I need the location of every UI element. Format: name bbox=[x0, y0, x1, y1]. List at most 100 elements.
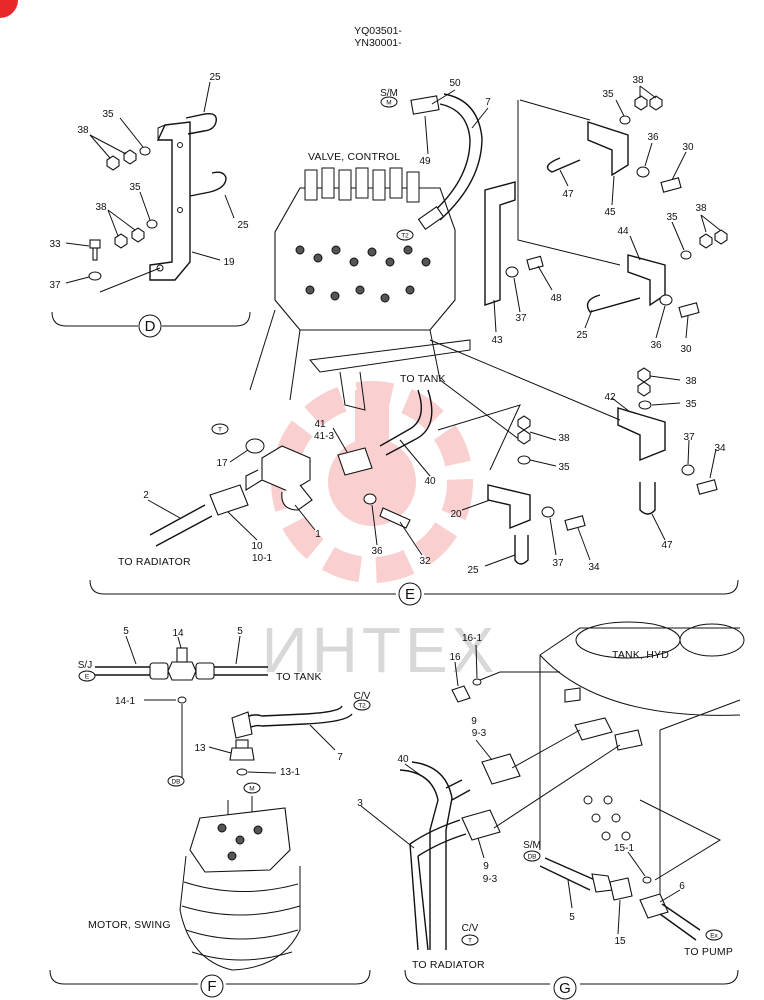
part-label-g-6: 6 bbox=[679, 881, 685, 892]
section-g-diagram bbox=[360, 621, 745, 1000]
part-label-f-14-1: 14-1 bbox=[115, 696, 135, 707]
part-label-g-3: 3 bbox=[357, 798, 363, 809]
hose-5-g bbox=[544, 857, 596, 881]
conn-sm-e: S/M bbox=[380, 88, 398, 99]
bracket-20 bbox=[487, 484, 531, 530]
fitting-6 bbox=[639, 893, 669, 919]
part-label-e-36b: 36 bbox=[650, 340, 662, 351]
part-label-e-25d: 25 bbox=[467, 565, 479, 576]
o-ring-15-1 bbox=[642, 876, 652, 884]
conn-sm-g-mark: DB bbox=[527, 854, 536, 861]
section-e-diagram bbox=[89, 85, 739, 606]
part-label-d-25b: 25 bbox=[237, 220, 249, 231]
caption-to-tank-e: TO TANK bbox=[400, 373, 446, 385]
part-label-e-49: 49 bbox=[419, 156, 431, 167]
conn-cv-g-mark: T bbox=[468, 938, 472, 945]
part-label-e-41-3: 41-3 bbox=[314, 431, 334, 442]
part-label-e-38b: 38 bbox=[695, 203, 707, 214]
part-label-e-36c: 36 bbox=[371, 546, 383, 557]
caption-to-radiator-e: TO RADIATOR bbox=[118, 556, 191, 568]
u-bolt-25c bbox=[586, 294, 641, 313]
part-label-e-1: 1 bbox=[315, 529, 321, 540]
conn-t-e: T bbox=[218, 427, 222, 434]
conn-sm-e-mark: M bbox=[386, 100, 391, 107]
part-label-d-25a: 25 bbox=[209, 72, 221, 83]
part-label-e-37a: 37 bbox=[515, 313, 527, 324]
part-label-e-47b: 47 bbox=[661, 540, 673, 551]
o-ring-13-1 bbox=[236, 768, 248, 776]
part-label-g-5: 5 bbox=[569, 912, 575, 923]
part-label-e-7: 7 bbox=[485, 97, 491, 108]
corner-badge bbox=[0, 0, 18, 18]
conn-sj-f: S/J bbox=[78, 660, 92, 671]
model-code-2: YN30001- bbox=[354, 37, 402, 49]
part-label-e-37c: 37 bbox=[552, 558, 564, 569]
section-f-diagram bbox=[49, 635, 371, 998]
o-ring-16-1 bbox=[472, 678, 482, 686]
part-label-e-35a: 35 bbox=[602, 89, 614, 100]
part-label-e-10: 10 bbox=[251, 541, 263, 552]
part-label-f-7: 7 bbox=[337, 752, 343, 763]
part-label-g-16: 16 bbox=[449, 652, 461, 663]
part-label-g-40: 40 bbox=[397, 754, 409, 765]
part-label-e-35c: 35 bbox=[685, 399, 697, 410]
conn-t2-e: T2 bbox=[401, 233, 409, 240]
clamp-41 bbox=[337, 447, 373, 476]
conn-cv-f-mark: T2 bbox=[358, 703, 366, 710]
caption-tank-hyd: TANK, HYD bbox=[612, 649, 669, 661]
part-label-e-41: 41 bbox=[314, 419, 326, 430]
hose-2 bbox=[149, 504, 206, 536]
part-label-d-35b: 35 bbox=[129, 182, 141, 193]
clamp-9a bbox=[481, 753, 521, 785]
u-bolt-25d bbox=[514, 535, 529, 565]
part-label-g-15: 15 bbox=[614, 936, 626, 947]
part-label-e-17: 17 bbox=[216, 458, 228, 469]
caption-to-radiator-g: TO RADIATOR bbox=[412, 959, 485, 971]
conn-sj-f-mark: E bbox=[85, 674, 90, 681]
hose-40-g bbox=[399, 769, 439, 950]
part-label-e-30a: 30 bbox=[682, 142, 694, 153]
part-label-e-45: 45 bbox=[604, 207, 616, 218]
part-label-e-25c: 25 bbox=[576, 330, 588, 341]
part-label-e-40: 40 bbox=[424, 476, 436, 487]
part-label-d-37: 37 bbox=[49, 280, 61, 291]
part-label-f-14: 14 bbox=[172, 628, 184, 639]
section-d-diagram bbox=[51, 81, 251, 338]
part-label-e-36a: 36 bbox=[647, 132, 659, 143]
part-label-e-44: 44 bbox=[617, 226, 629, 237]
part-label-e-35b: 35 bbox=[666, 212, 678, 223]
clamp-9b bbox=[461, 809, 501, 841]
part-label-e-38c: 38 bbox=[685, 376, 697, 387]
part-label-e-43: 43 bbox=[491, 335, 503, 346]
bracket-45 bbox=[587, 121, 629, 177]
part-label-e-48: 48 bbox=[550, 293, 562, 304]
u-bolt-47b bbox=[639, 482, 656, 515]
caption-valve-control: VALVE, CONTROL bbox=[308, 151, 400, 163]
part-label-f-5b: 5 bbox=[237, 626, 243, 637]
part-label-f-13-1: 13-1 bbox=[280, 767, 300, 778]
conn-cv-g: C/V bbox=[462, 923, 479, 934]
part-label-g-9a: 9 bbox=[471, 716, 477, 727]
part-label-g-9-3a: 9-3 bbox=[472, 728, 487, 739]
part-label-e-34b: 34 bbox=[588, 562, 600, 573]
part-label-g-15-1: 15-1 bbox=[614, 843, 634, 854]
o-ring-17 bbox=[245, 438, 265, 454]
part-label-g-16-1: 16-1 bbox=[462, 633, 482, 644]
plug-16 bbox=[451, 685, 471, 703]
part-label-e-37b: 37 bbox=[683, 432, 695, 443]
u-bolt-47a bbox=[546, 157, 581, 173]
part-label-g-9b: 9 bbox=[483, 861, 489, 872]
part-label-e-47a: 47 bbox=[562, 189, 574, 200]
fitting-13 bbox=[229, 747, 255, 761]
part-label-e-34a: 34 bbox=[714, 443, 726, 454]
conn-sm-g: S/M bbox=[523, 840, 541, 851]
part-label-e-38d: 38 bbox=[558, 433, 570, 444]
watermark-text: ИНТЕХ bbox=[262, 614, 499, 686]
part-label-d-33: 33 bbox=[49, 239, 61, 250]
u-bolt-25a bbox=[185, 112, 217, 135]
part-label-d-35a: 35 bbox=[102, 109, 114, 120]
part-label-e-10-1: 10-1 bbox=[252, 553, 272, 564]
bracket-19 bbox=[149, 121, 191, 281]
